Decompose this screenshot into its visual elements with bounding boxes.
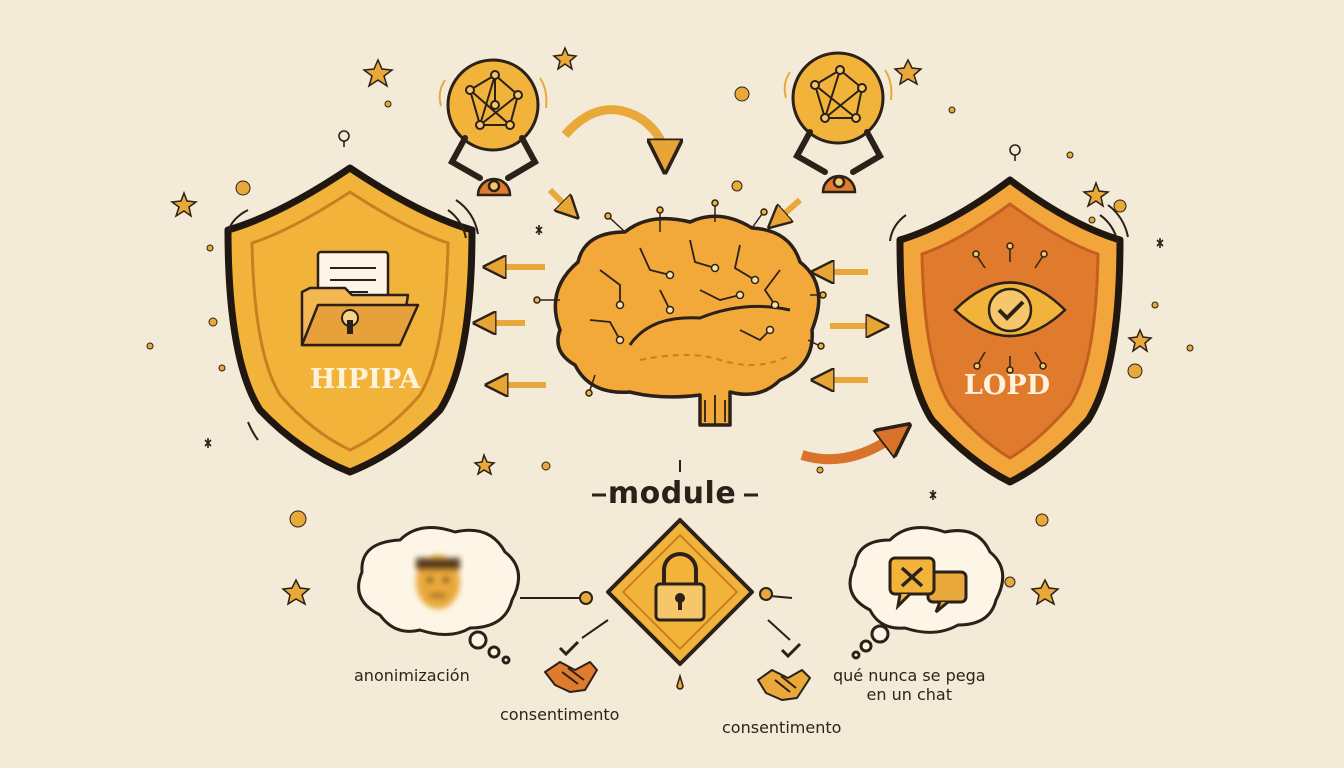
- folder-lock-icon: [300, 286, 420, 347]
- arrow-icon: [482, 105, 900, 465]
- chat-x-icon: [888, 556, 968, 614]
- module-title: module: [607, 476, 737, 511]
- decor-dots: [146, 86, 1194, 588]
- handshake-icon: [544, 661, 811, 701]
- network-globe-icon: [438, 58, 548, 152]
- never-paste-label: qué nunca se pega en un chat: [833, 666, 986, 704]
- brain-circuit-icon: [533, 199, 827, 427]
- consent-label-left: consentimento: [500, 705, 620, 724]
- anonymization-label: anonimización: [354, 666, 470, 685]
- decor-marks: [204, 130, 1164, 500]
- module-dashes: [592, 460, 758, 497]
- robot-arm-icon: [792, 129, 885, 194]
- star-icon: [169, 46, 1153, 606]
- face-icon: [416, 555, 460, 609]
- padlock-icon: [606, 518, 754, 690]
- eye-check-icon: [953, 242, 1067, 374]
- consent-label-right: consentimento: [722, 718, 842, 737]
- right-shield-label: LOPD: [963, 370, 1051, 401]
- network-globe-icon: [783, 51, 893, 145]
- check-icon: [558, 640, 802, 659]
- left-shield-label: HIPIPA: [309, 364, 421, 395]
- connector-lines: [520, 587, 793, 641]
- robot-arm-icon: [447, 135, 540, 197]
